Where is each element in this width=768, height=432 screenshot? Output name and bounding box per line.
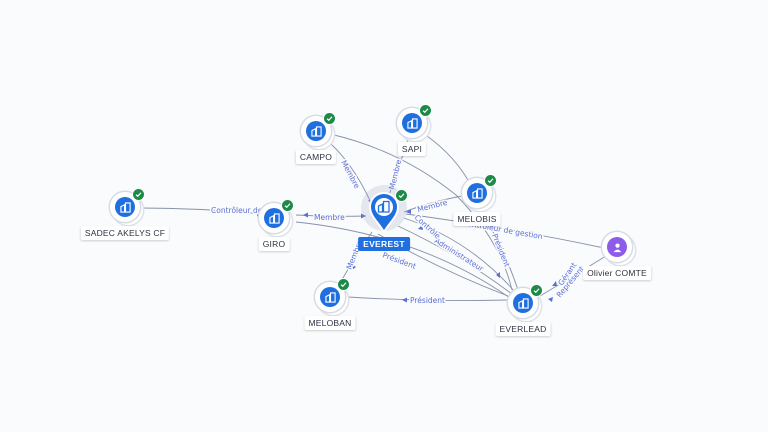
node-circle[interactable] xyxy=(508,284,543,318)
arrow-head xyxy=(352,264,356,270)
arrow-head xyxy=(552,281,557,286)
edge-everest-olivier xyxy=(405,213,605,249)
node-label[interactable]: SAPI xyxy=(397,142,427,156)
edge-label-everest-everlead-president: Président xyxy=(381,250,417,270)
edge-label-melobis-everlead: Président xyxy=(490,232,511,268)
verified-check-icon xyxy=(323,112,336,125)
node-circle[interactable] xyxy=(301,112,336,146)
building-icon xyxy=(119,201,131,213)
node-circle[interactable] xyxy=(110,188,145,222)
node-label[interactable]: Olivier COMTE xyxy=(583,266,651,280)
node-label[interactable]: CAMPO xyxy=(295,150,337,164)
building-icon xyxy=(268,212,280,224)
arrow-head xyxy=(496,272,500,278)
edge-olivier-everlead xyxy=(539,255,607,297)
arrow-head xyxy=(418,225,423,230)
node-circle[interactable] xyxy=(315,278,350,312)
person-icon xyxy=(613,243,621,252)
edge-everest-everlead-controle xyxy=(403,217,516,293)
edge-campo-everest xyxy=(321,135,373,206)
edge-label-campo-everest: Membre xyxy=(339,159,362,191)
building-icon xyxy=(471,187,483,199)
edge-giro-everest xyxy=(295,214,367,217)
verified-check-icon xyxy=(281,199,294,212)
arrow-head xyxy=(402,297,407,303)
building-icon xyxy=(310,125,322,137)
edge-campo-everlead xyxy=(329,133,513,291)
edge-meloban-everlead xyxy=(347,296,509,302)
arrow-head xyxy=(548,297,553,302)
arrow-head xyxy=(361,213,366,219)
edge-label-sadec-giro: Contrôleur de xyxy=(211,206,263,215)
verified-check-icon xyxy=(337,278,350,291)
edge-everest-everlead-admin xyxy=(397,225,513,295)
node-label[interactable]: GIRO xyxy=(258,237,290,251)
node-label[interactable]: SADEC AKELYS CF xyxy=(80,226,170,240)
map-pin-icon xyxy=(368,192,400,234)
node-circle[interactable] xyxy=(397,104,432,138)
arrow-head xyxy=(406,209,411,214)
node-circle[interactable] xyxy=(602,232,632,262)
verified-check-icon xyxy=(395,189,408,202)
node-label-focus[interactable]: EVEREST xyxy=(358,237,410,251)
verified-check-icon xyxy=(132,188,145,201)
edge-melobis-everest xyxy=(403,195,463,213)
edge-label-melobis-everest: Membre xyxy=(416,198,448,214)
edge-sapi-everest xyxy=(387,132,411,199)
verified-check-icon xyxy=(530,284,543,297)
node-circle[interactable] xyxy=(462,174,497,208)
edge-sadec-giro xyxy=(139,207,263,215)
arrow-head xyxy=(303,212,308,218)
building-icon xyxy=(406,117,418,129)
node-circle[interactable] xyxy=(259,199,294,233)
building-icon xyxy=(517,297,529,309)
building-icon xyxy=(324,291,336,303)
focus-marker[interactable] xyxy=(361,185,408,234)
node-label[interactable]: EVERLEAD xyxy=(495,322,551,336)
node-label[interactable]: MELOBIS xyxy=(453,212,501,226)
verified-check-icon xyxy=(484,174,497,187)
edge-sapi-melobis xyxy=(417,129,469,181)
edge-label-meloban-everlead: Président xyxy=(410,296,445,305)
node-label[interactable]: MELOBAN xyxy=(304,316,356,330)
edge-label-giro-everest: Membre xyxy=(314,213,345,222)
edge-giro-everlead xyxy=(295,221,511,299)
verified-check-icon xyxy=(419,104,432,117)
